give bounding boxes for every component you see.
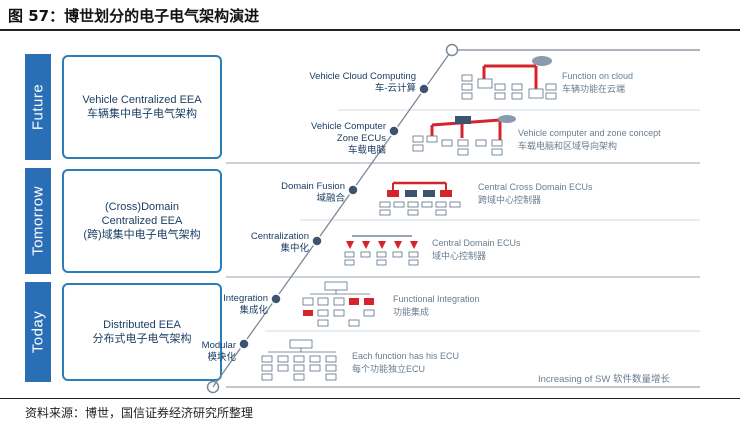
era-box-future-cn: 车辆集中电子电气架构 — [87, 108, 197, 120]
band-future: Future — [25, 54, 51, 160]
arch-icon-centralization — [344, 235, 419, 266]
marker-domain-fusion — [347, 184, 359, 196]
stage-markers — [238, 83, 430, 350]
era-box-today-en: Distributed EEA — [103, 319, 181, 331]
marker-vehicle-computer — [388, 125, 400, 137]
marker-modular — [238, 338, 250, 350]
arch-icon-vehicle-computer — [412, 115, 516, 156]
bottom-rule — [0, 398, 740, 399]
progression-line — [212, 49, 453, 388]
axis-end-dot — [445, 43, 459, 57]
marker-integration — [270, 293, 282, 305]
figure-title: 图 57：博世划分的电子电气架构演进 — [8, 7, 260, 25]
era-box-today-cn: 分布式电子电气架构 — [92, 333, 192, 345]
marker-centralization — [311, 235, 323, 247]
band-today: Today — [25, 282, 51, 382]
era-box-tomorrow-cn: (跨)域集中电子电气架构 — [83, 229, 201, 241]
arch-icon-integration — [302, 281, 375, 327]
marker-cloud — [418, 83, 430, 95]
arch-icon-modular — [261, 339, 337, 381]
arch-icon-cloud — [461, 56, 557, 100]
source-note: 资料来源：博世，国信证券经济研究所整理 — [25, 406, 254, 420]
sw-increase-note: Increasing of SW 软件数量增长 — [538, 374, 670, 385]
era-box-tomorrow-en: (Cross)Domain Centralized EEA — [101, 201, 183, 227]
era-box-tomorrow: (Cross)Domain Centralized EEA (跨)域集中电子电气… — [62, 169, 222, 273]
era-box-future: Vehicle Centralized EEA 车辆集中电子电气架构 — [62, 55, 222, 159]
era-box-today: Distributed EEA 分布式电子电气架构 — [62, 283, 222, 381]
top-rule — [0, 29, 740, 31]
band-tomorrow: Tomorrow — [25, 168, 51, 274]
arch-icon-domain-fusion — [379, 181, 461, 216]
era-box-future-en: Vehicle Centralized EEA — [82, 94, 202, 106]
